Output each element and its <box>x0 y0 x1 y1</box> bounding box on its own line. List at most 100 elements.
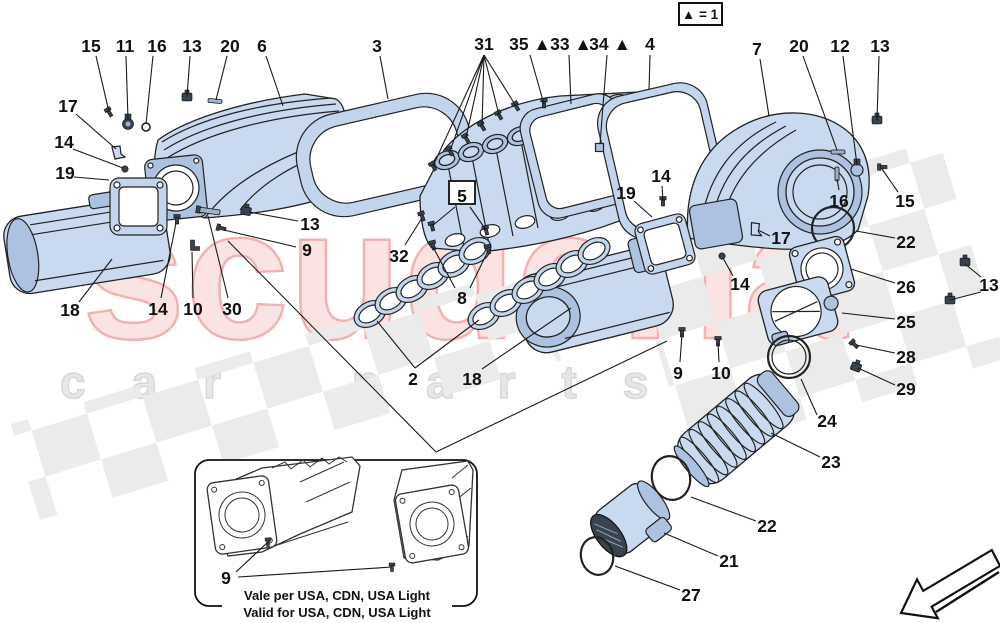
leader-line <box>379 55 389 100</box>
callout-11: 11 <box>116 36 135 56</box>
callout-14: 14 <box>651 166 671 186</box>
leader-line <box>857 367 896 386</box>
callout-10: 10 <box>183 299 203 319</box>
leader-line <box>469 250 489 289</box>
callout-33: 33 ▲ <box>550 34 592 54</box>
callout-17: 17 <box>58 96 77 116</box>
leader-line <box>529 54 545 105</box>
leader-line <box>836 178 840 191</box>
leader-line <box>469 206 487 231</box>
callout-27: 27 <box>681 585 700 605</box>
throttle-gasket-left <box>109 177 168 236</box>
leader-line <box>481 307 572 370</box>
leader-line <box>207 215 229 299</box>
leader-line <box>949 291 982 301</box>
leader-line <box>248 211 299 222</box>
diagram-parts <box>3 82 971 576</box>
leader-line <box>235 541 269 573</box>
leader-line <box>95 55 110 113</box>
callout-21: 21 <box>719 551 739 571</box>
callout-14: 14 <box>148 299 168 319</box>
o-ring-lower <box>650 455 692 501</box>
callout-7: 7 <box>752 39 762 59</box>
leader-line <box>850 268 896 284</box>
leader-line <box>855 230 896 239</box>
inset-pointer-line <box>435 340 668 453</box>
callout-10: 10 <box>711 363 731 383</box>
leader-line <box>614 565 681 591</box>
leader-line <box>568 54 572 105</box>
leader-line <box>483 54 500 116</box>
throttle-gasket-right <box>634 213 696 275</box>
leader-line <box>964 263 982 278</box>
callout-31: 31 <box>474 34 494 54</box>
leader-line <box>759 58 770 117</box>
callout-23: 23 <box>821 452 841 472</box>
manifold-cover-left <box>144 93 346 222</box>
clamp-ring-mid <box>766 334 812 380</box>
leader-line <box>404 217 423 246</box>
leader-line <box>722 257 734 277</box>
callout-22: 22 <box>896 232 916 252</box>
callout-8: 8 <box>457 288 467 308</box>
leader-line <box>770 432 821 458</box>
leader-line <box>160 222 177 299</box>
callout-26: 26 <box>896 277 916 297</box>
leader-line <box>145 55 154 125</box>
inset-caption-english: Valid for USA, CDN, USA Light <box>243 605 431 620</box>
callout-35: 35 ▲ <box>509 34 551 54</box>
callout-2: 2 <box>408 369 418 389</box>
leader-line <box>449 54 485 152</box>
inset-manifold-right <box>393 460 474 564</box>
callout-17: 17 <box>771 228 790 248</box>
leader-line <box>265 55 284 107</box>
long-bolt-30 <box>195 205 221 216</box>
o-ring-maf <box>579 536 615 576</box>
leader-line <box>481 54 485 127</box>
leader-line <box>663 532 719 557</box>
leader-line <box>72 148 124 169</box>
callout-16: 16 <box>147 36 167 56</box>
o-ring-16 <box>141 122 151 132</box>
callout-9: 9 <box>673 363 683 383</box>
callout-6: 6 <box>257 36 267 56</box>
legend-text: ▲ = 1 <box>682 7 719 22</box>
leader-line <box>800 378 818 416</box>
callout-20: 20 <box>789 36 809 56</box>
callout-14: 14 <box>54 132 74 152</box>
leader-line <box>432 246 456 289</box>
callout-9: 9 <box>221 568 231 588</box>
callout-9: 9 <box>302 240 312 260</box>
intake-hose <box>673 370 800 488</box>
leader-line <box>191 251 194 299</box>
leader-line <box>431 206 456 227</box>
intake-gasket-left <box>353 236 492 329</box>
inset-caption-italian: Vale per USA, CDN, USA Light <box>244 588 431 603</box>
callout-30: 30 <box>222 299 242 319</box>
callout-22: 22 <box>757 516 777 536</box>
callout-12: 12 <box>830 36 850 56</box>
leader-line <box>881 168 899 193</box>
callout-14: 14 <box>730 274 750 294</box>
callout-15: 15 <box>81 36 101 56</box>
callout-29: 29 <box>896 379 916 399</box>
callout-25: 25 <box>896 312 916 332</box>
callout-19: 19 <box>55 163 75 183</box>
throttle-body <box>757 276 839 347</box>
maf-sensor <box>590 480 672 558</box>
inset-manifold-left <box>206 456 361 557</box>
callout-13: 13 <box>300 214 320 234</box>
leader-line <box>802 55 838 151</box>
callout-24: 24 <box>817 411 837 431</box>
leader-line <box>855 344 896 354</box>
leader-line <box>690 496 757 522</box>
leader-line <box>661 185 664 202</box>
leader-line <box>237 566 393 578</box>
callout-3: 3 <box>372 36 382 56</box>
variant-inset-box: Vale per USA, CDN, USA Light Valid for U… <box>194 456 478 622</box>
leader-line <box>483 54 517 107</box>
callout-19: 19 <box>616 183 636 203</box>
